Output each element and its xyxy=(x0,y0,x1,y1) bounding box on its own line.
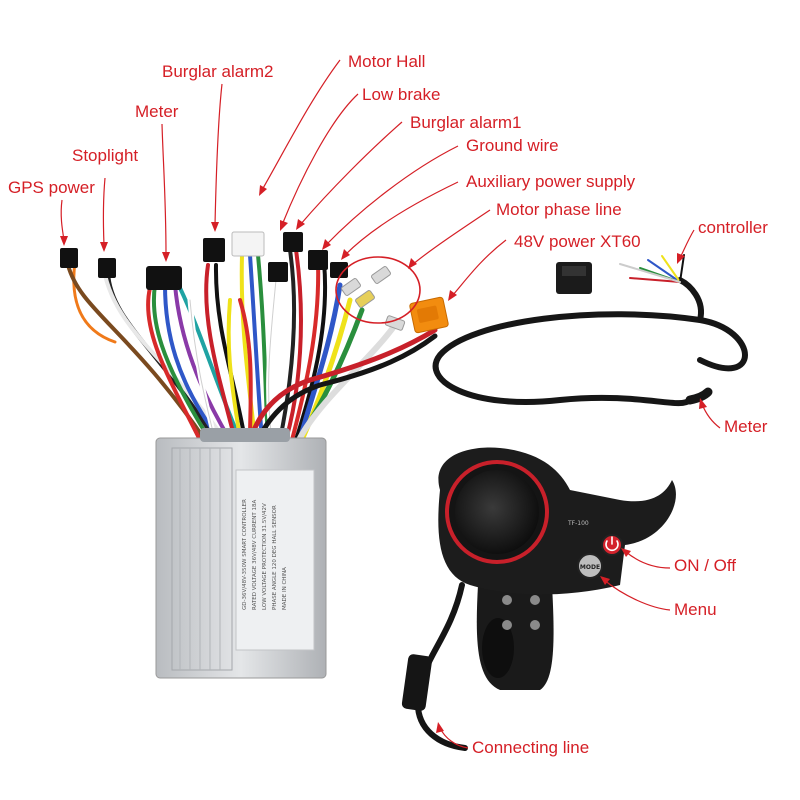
label-burglar-alarm1: Burglar alarm1 xyxy=(410,113,522,132)
label-ground-wire: Ground wire xyxy=(466,136,559,155)
label-gps-power: GPS power xyxy=(8,178,95,197)
label-menu: Menu xyxy=(674,600,717,619)
motor-phase-connectors xyxy=(341,266,406,331)
controller-cable xyxy=(432,254,748,407)
stoplight-connector xyxy=(98,258,116,278)
mode-button xyxy=(577,553,603,579)
label-meter-top: Meter xyxy=(135,102,179,121)
gps-power-connector xyxy=(60,248,78,268)
burglar-alarm1-connector xyxy=(283,232,303,252)
label-on-off: ON / Off xyxy=(674,556,737,575)
mode-button-label: MODE xyxy=(580,564,600,571)
display-unit: MODE TF-100 xyxy=(401,447,676,751)
svg-text:GD-36V/48V-350W SMART CONTROLL: GD-36V/48V-350W SMART CONTROLLER xyxy=(242,499,248,610)
auxiliary-power-connector xyxy=(330,262,348,278)
svg-text:RATED VOLTAGE 36V/48V CURRENT: RATED VOLTAGE 36V/48V CURRENT 18A xyxy=(252,500,258,610)
label-motor-hall: Motor Hall xyxy=(348,52,426,71)
label-stoplight: Stoplight xyxy=(72,146,139,165)
motor-phase-highlight xyxy=(335,256,421,324)
controller-plate-text: GD-36V/48V-350W SMART CONTROLLER RATED V… xyxy=(242,499,288,610)
meter-connector xyxy=(146,266,182,290)
label-connecting-line: Connecting line xyxy=(472,738,590,757)
ground-wire-connector xyxy=(308,250,328,270)
label-power-xt60: 48V power XT60 xyxy=(514,232,641,251)
svg-text:LOW VOLTAGE PROTECTION 31.5V/4: LOW VOLTAGE PROTECTION 31.5V/42V xyxy=(262,503,268,610)
xt60-connector xyxy=(409,296,449,334)
label-low-brake: Low brake xyxy=(362,85,441,104)
controller-box: GD-36V/48V-350W SMART CONTROLLER RATED V… xyxy=(155,428,327,679)
motor-hall-connector xyxy=(231,231,265,257)
svg-text:PHASE ANGLE 120 DEG HALL SENS: PHASE ANGLE 120 DEG HALL SENSOR xyxy=(272,505,278,610)
low-brake-connector xyxy=(268,262,288,282)
power-icon xyxy=(601,534,623,556)
label-motor-phase-line: Motor phase line xyxy=(496,200,622,219)
display-model-label: TF-100 xyxy=(567,520,589,527)
burglar-alarm2-connector xyxy=(203,238,225,262)
svg-text:MADE IN CHINA: MADE IN CHINA xyxy=(282,567,288,610)
leader-lines xyxy=(60,59,721,749)
label-meter-right: Meter xyxy=(724,417,768,436)
loose-connector xyxy=(556,262,592,294)
label-burglar-alarm2: Burglar alarm2 xyxy=(162,62,274,81)
wire-harness xyxy=(66,248,438,443)
wire-connectors xyxy=(60,231,449,334)
label-auxiliary-power-supply: Auxiliary power supply xyxy=(466,172,636,191)
label-controller: controller xyxy=(698,218,768,237)
